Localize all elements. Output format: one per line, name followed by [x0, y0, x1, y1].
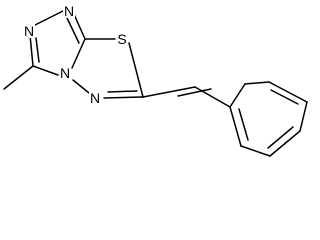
atom-n-thiadiazole: N — [89, 90, 101, 106]
bond-c6-vinyl — [142, 86, 196, 98]
svg-text:N: N — [60, 65, 70, 81]
bond-vinyl-ph — [229, 83, 246, 108]
bond-vinyl-c — [194, 86, 231, 108]
bond-ph-5 — [240, 145, 271, 157]
bond-c3-n-left — [29, 34, 34, 67]
bond-n-bridge-c8a — [71, 38, 86, 69]
bond-c6-n-thia — [103, 96, 144, 99]
atom-n-bridgehead: N — [59, 65, 71, 81]
bond-ph-6-double — [238, 108, 249, 141]
bond-c3-n-left-double — [35, 37, 40, 63]
bond-ph-1 — [244, 81, 270, 85]
bond-ph-6 — [229, 106, 242, 147]
bond-n-left-n-top — [32, 9, 66, 27]
bond-ph-2-double — [270, 89, 299, 105]
molecule-diagram: N N N N S — [3, 3, 308, 157]
bond-s-c6 — [128, 42, 144, 98]
bond-n-thia-n-bridge — [72, 79, 90, 94]
bond-methyl — [3, 65, 34, 90]
bond-n-top-c8a-double — [66, 17, 80, 44]
bond-ph-4 — [269, 130, 301, 157]
bond-ph-3 — [299, 101, 308, 132]
svg-text:N: N — [24, 23, 34, 39]
bond-vinyl-double — [177, 88, 212, 97]
svg-text:N: N — [90, 90, 100, 106]
atom-s-thiadiazole: S — [116, 31, 128, 47]
bond-c3-n-bridge — [32, 65, 59, 76]
svg-text:N: N — [64, 3, 74, 19]
bond-ph-4-double — [267, 126, 294, 149]
atom-n-triazole-top: N — [63, 3, 75, 19]
atom-n-triazole-left: N — [23, 23, 35, 39]
bond-ph-2 — [268, 81, 308, 103]
bond-c6-n-thia-double — [107, 90, 138, 93]
svg-text:S: S — [117, 31, 126, 47]
